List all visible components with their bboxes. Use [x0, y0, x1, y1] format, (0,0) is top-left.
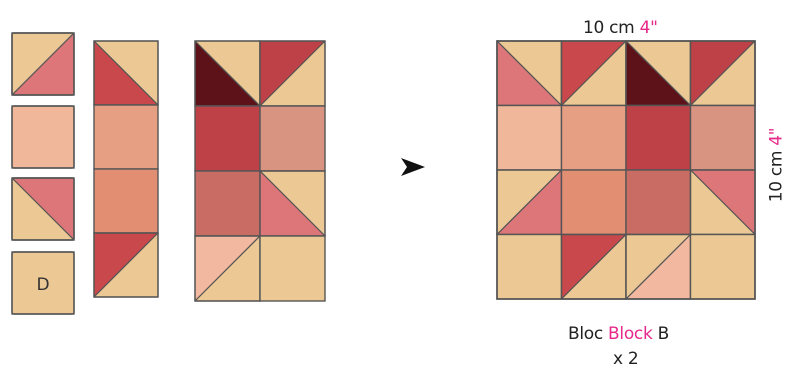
heart-block-border — [496, 40, 756, 300]
heart-block-r2c4 — [689, 104, 756, 171]
unit-a-border — [11, 32, 75, 96]
size-top-cm: 10 cm — [583, 18, 635, 38]
block-prefix: Bloc — [568, 324, 603, 344]
heart-block-r4c4 — [689, 233, 756, 300]
strip-row-2 — [93, 104, 159, 170]
unit-d-border — [11, 251, 75, 315]
strip-row-4-frame — [93, 232, 159, 298]
heart-block-r2c3 — [625, 104, 692, 171]
block-name-label: Bloc Block B — [568, 326, 669, 343]
block-count-label: x 2 — [613, 349, 639, 369]
unit-d-letter: D — [36, 275, 49, 295]
heart-block-r2c2 — [560, 104, 627, 171]
heart-block-r4c1 — [496, 233, 563, 300]
half-heart-r2c1 — [194, 105, 261, 172]
block-suffix: B — [657, 324, 670, 344]
heart-block-r3c2 — [560, 169, 627, 236]
heart-block-r2c1 — [496, 104, 563, 171]
strip-row-3 — [93, 168, 159, 234]
heart-block-r3c3 — [625, 169, 692, 236]
arrow-right-icon — [401, 158, 425, 176]
half-heart-r3c1 — [194, 170, 261, 237]
size-right-cm: 10 cm — [766, 150, 787, 203]
size-top-in: 4" — [639, 18, 658, 38]
size-right-in: 4" — [766, 127, 787, 146]
unit-c-border — [11, 177, 75, 241]
half-heart-r2c2 — [259, 105, 326, 172]
block-word: Block — [608, 324, 653, 344]
half-heart-r4c2 — [259, 235, 326, 302]
size-label-top: 10 cm 4" — [583, 20, 658, 37]
unit-b-square — [11, 105, 75, 169]
size-label-right: 10 cm 4" — [766, 127, 787, 203]
unit-b-border — [11, 105, 75, 169]
